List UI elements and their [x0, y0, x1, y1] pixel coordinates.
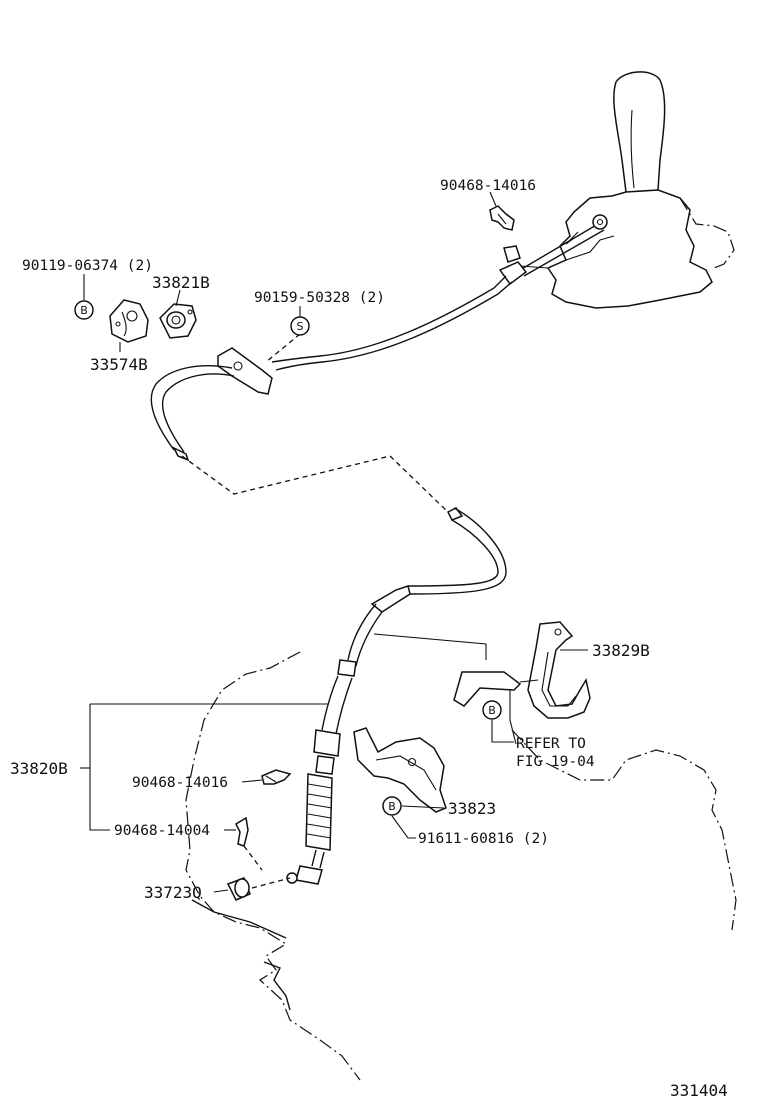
upper-shift-cable: [150, 245, 528, 515]
label-90159-50328: 90159-50328 (2): [254, 290, 385, 306]
label-90119-06374: 90119-06374 (2): [22, 258, 153, 274]
bushing-33821b: [159, 303, 197, 339]
svg-text:S: S: [297, 320, 304, 333]
label-33829b: 33829B: [592, 641, 650, 660]
shift-lever-housing: [519, 71, 735, 309]
lower-shift-cable: [286, 507, 507, 885]
svg-text:B: B: [80, 304, 88, 317]
svg-text:B: B: [388, 800, 396, 813]
label-91611-60816: 91611-60816 (2): [418, 831, 549, 847]
clip-90468-14016-top: [489, 205, 515, 231]
clip-90468-14016-lower: [261, 769, 292, 785]
body-floor-outline: [511, 729, 737, 931]
bracket-33823: [353, 727, 447, 813]
svg-text:B: B: [488, 704, 496, 717]
label-fig-19-04: FIG 19-04: [516, 754, 595, 770]
transmission-housing-outline: [185, 651, 361, 1081]
leader-lines: [80, 191, 588, 893]
marker-s-90159: S: [290, 316, 310, 336]
retainer-33574b: [109, 299, 149, 343]
marker-b-refer: B: [482, 700, 502, 720]
label-90468-14016-lower: 90468-14016: [132, 775, 228, 791]
label-refer-to: REFER TO: [516, 736, 586, 752]
label-33821b: 33821B: [152, 273, 210, 292]
label-33823: 33823: [448, 799, 496, 818]
cable-bracket-33829b: [453, 621, 591, 745]
marker-b-90119: B: [74, 300, 94, 320]
label-33574b: 33574B: [90, 355, 148, 374]
cable-boot-bellows: [305, 773, 333, 851]
marker-b-91611: B: [382, 796, 402, 816]
label-33820b: 33820B: [10, 759, 68, 778]
label-33723q: 33723Q: [144, 883, 202, 902]
clip-90468-14004: [235, 816, 263, 871]
label-90468-14016-top: 90468-14016: [440, 178, 536, 194]
label-90468-14004: 90468-14004: [114, 823, 210, 839]
figure-number: 331404: [670, 1081, 728, 1100]
bushing-33723q: [226, 877, 291, 901]
